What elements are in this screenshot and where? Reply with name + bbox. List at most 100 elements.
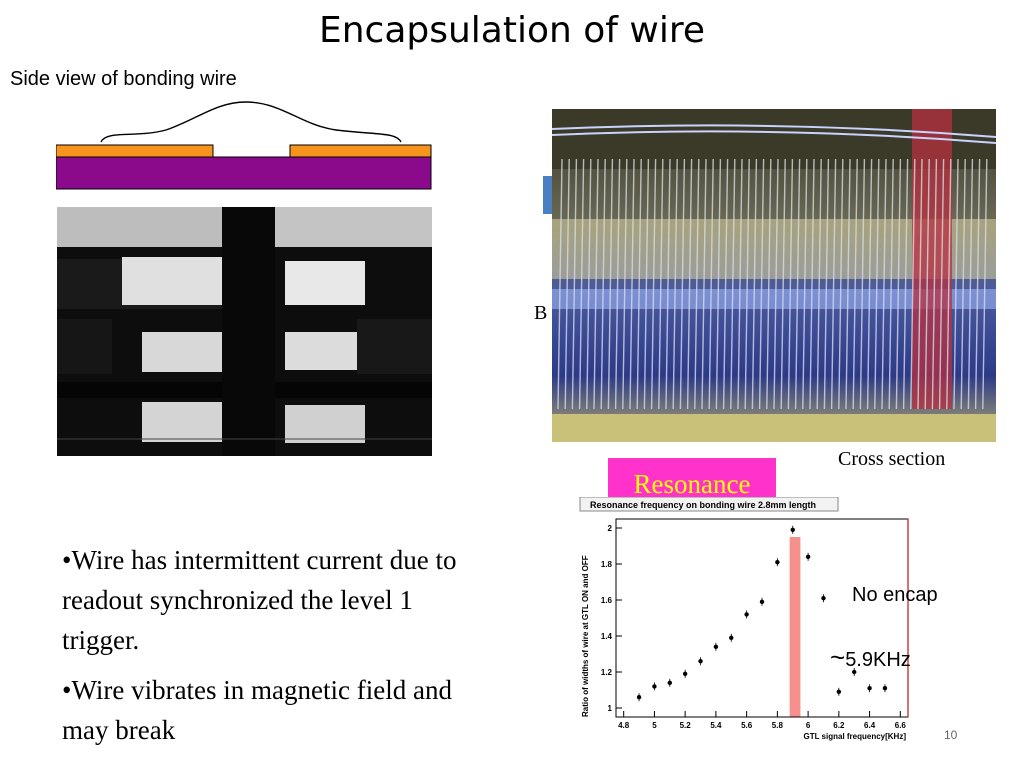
x-axis-label: GTL signal frequency[KHz] (803, 732, 906, 741)
wire-line (931, 158, 938, 410)
wire-line (960, 158, 966, 410)
tilde-symbol: ~ (830, 642, 846, 672)
data-point (790, 527, 795, 532)
x-tick-label: 5.6 (741, 721, 753, 730)
wire-line (766, 158, 772, 410)
bullet-item: •Wire vibrates in magnetic field and may… (62, 675, 452, 745)
wire-line (650, 158, 657, 410)
wire-line (679, 158, 686, 410)
wire-line (924, 158, 930, 410)
wire-line (557, 158, 563, 410)
wire-line (694, 158, 700, 410)
blue-tab-decoration (543, 176, 553, 214)
wire-line (600, 158, 606, 410)
data-point (744, 612, 749, 617)
wire-line (658, 158, 664, 410)
wire-line (586, 158, 592, 410)
data-point (852, 669, 857, 675)
data-point (698, 659, 703, 664)
data-point (729, 635, 734, 640)
wire-line (852, 158, 858, 410)
wire-line (946, 158, 952, 410)
wire-line (787, 158, 794, 410)
y-tick-label: 1.4 (601, 632, 613, 641)
x-tick-label: 5 (652, 721, 657, 730)
wire-line (888, 158, 894, 410)
x-tick-label: 5.4 (710, 721, 722, 730)
substrate (56, 156, 432, 190)
wire-line (838, 158, 844, 410)
wire-line (665, 158, 671, 410)
wire-line (845, 158, 851, 410)
data-point (652, 684, 657, 689)
data-point (882, 686, 888, 691)
y-axis-label: Ratio of widths of wire at GTL ON and OF… (581, 555, 590, 717)
wire-line (910, 158, 916, 410)
frequency-value: 5.9KHz (845, 649, 911, 671)
encapsulated-wire-photo (552, 109, 996, 442)
wire-line (744, 158, 750, 410)
x-tick-label: 6.4 (864, 721, 876, 730)
chart-title: Resonance frequency on bonding wire 2.8m… (590, 500, 816, 510)
b-label: B (534, 302, 548, 324)
wire-line (629, 158, 635, 410)
wire-line (816, 158, 822, 410)
x-tick-label: 6.6 (895, 721, 907, 730)
data-point (636, 695, 642, 700)
wire-line (794, 158, 801, 410)
data-point (821, 596, 826, 601)
wire-line (830, 158, 837, 410)
y-tick-label: 1.2 (601, 668, 613, 677)
x-tick-label: 6.2 (833, 721, 845, 730)
wire-line (686, 158, 693, 410)
wire-line (953, 158, 959, 410)
data-point (682, 671, 688, 676)
wire-line (730, 158, 736, 410)
x-tick-label: 4.8 (618, 721, 630, 730)
wire-line (967, 158, 974, 410)
data-point (836, 689, 842, 694)
page-title: Encapsulation of wire (318, 10, 706, 51)
wire-line (982, 158, 988, 410)
wire-line (881, 158, 887, 410)
wire-line (974, 158, 981, 410)
wire-line (715, 158, 722, 410)
wire-line (859, 158, 866, 410)
data-point (867, 686, 872, 691)
wire-line (866, 158, 873, 410)
wire-line (895, 158, 902, 410)
no-encap-label: No encap (852, 584, 938, 606)
chart-title-box (579, 497, 839, 512)
wire-line (823, 158, 830, 410)
wire-line (917, 158, 923, 410)
page-number: 10 (944, 728, 958, 742)
wire-line (773, 158, 779, 410)
y-tick-label: 1.8 (601, 560, 613, 569)
data-point (775, 560, 780, 565)
bonding-wire-curve (100, 101, 402, 143)
x-tick-label: 6 (806, 721, 811, 730)
bonding-wire-diagram (56, 101, 432, 190)
wire-line (607, 158, 614, 410)
wire-line (780, 158, 786, 410)
wire-line (758, 158, 765, 410)
y-tick-label: 2 (608, 524, 613, 533)
wire-line (722, 158, 729, 410)
wire-line (622, 158, 628, 410)
data-point (713, 644, 719, 649)
frequency-annotation: ~5.9KHz (830, 642, 911, 673)
wire-line (564, 158, 570, 410)
resonance-band (789, 537, 801, 717)
wire-line (571, 158, 578, 410)
x-tick-label: 5.2 (680, 721, 692, 730)
wire-line (614, 158, 621, 410)
wire-line (938, 158, 945, 410)
y-tick-label: 1.6 (601, 596, 613, 605)
data-point (759, 599, 765, 604)
bullet-list: •Wire has intermittent current due to re… (62, 540, 482, 760)
resonance-chart: Resonance frequency on bonding wire 2.8m… (578, 497, 910, 745)
wire-line (809, 158, 815, 410)
side-view-label: Side view of bonding wire (10, 68, 237, 90)
wire-line (643, 158, 650, 410)
wire-line (701, 158, 707, 410)
